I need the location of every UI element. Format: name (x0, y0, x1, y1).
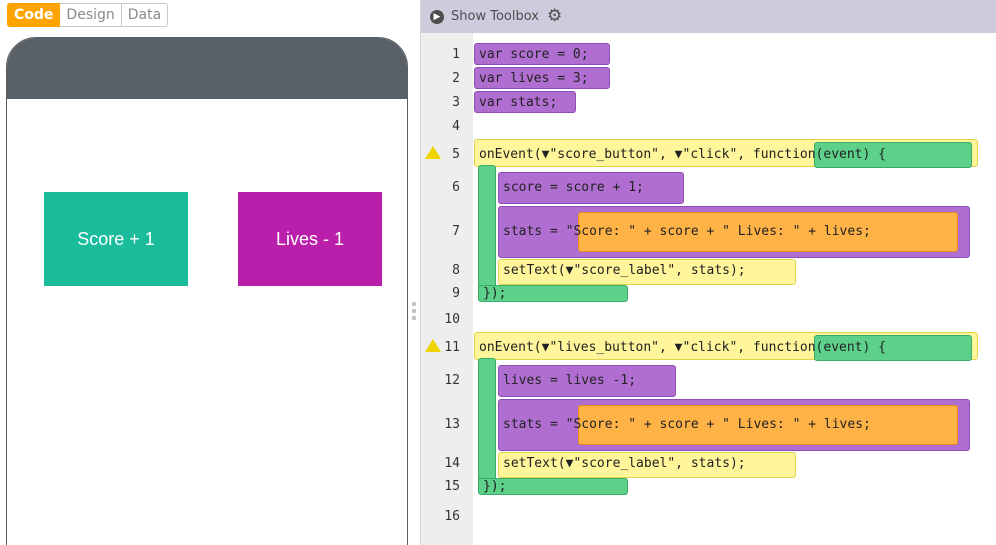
line-number: 4 (452, 119, 460, 134)
function-end (478, 478, 628, 495)
line-number: 14 (444, 456, 460, 471)
tab-design[interactable]: Design (60, 3, 122, 27)
line-number: 11 (444, 340, 460, 355)
line-number: 10 (444, 312, 460, 327)
settext-block[interactable] (498, 452, 796, 478)
concat-block[interactable] (578, 212, 958, 252)
phone-header (7, 38, 407, 99)
line-number: 2 (452, 71, 460, 86)
code-line-5: onEvent(▼"score_button", ▼"click", funct… (479, 147, 886, 162)
tab-data[interactable]: Data (121, 3, 169, 27)
function-body-rail (478, 358, 496, 493)
lives-button[interactable]: Lives - 1 (238, 192, 382, 286)
editor-toolbar: ▶ Show Toolbox ⚙ (421, 0, 996, 33)
function-end (478, 285, 628, 302)
function-body-rail (478, 165, 496, 300)
line-number: 15 (444, 479, 460, 494)
gear-icon[interactable]: ⚙ (546, 6, 563, 26)
tab-code[interactable]: Code (7, 3, 61, 27)
var-block[interactable] (474, 67, 610, 89)
code-line-11: onEvent(▼"lives_button", ▼"click", funct… (479, 340, 886, 355)
code-line-2: var lives = 3; (479, 71, 589, 86)
function-block[interactable] (814, 142, 972, 168)
line-number: 3 (452, 95, 460, 110)
code-line-6: score = score + 1; (503, 180, 644, 195)
code-line-8: setText(▼"score_label", stats); (503, 263, 746, 278)
settext-block[interactable] (498, 259, 796, 285)
code-line-15: }); (483, 479, 507, 494)
line-gutter (421, 33, 473, 545)
warning-triangle-icon[interactable] (425, 146, 441, 159)
code-line-9: }); (483, 286, 507, 301)
assign-score-block[interactable] (498, 172, 684, 204)
assign-lives-block[interactable] (498, 365, 676, 397)
code-line-14: setText(▼"score_label", stats); (503, 456, 746, 471)
var-block[interactable] (474, 43, 610, 65)
line-number: 1 (452, 47, 460, 62)
mode-tabs: Code Design Data (7, 3, 169, 27)
app-preview: Score + 1 Lives - 1 (6, 37, 408, 545)
show-toolbox-button[interactable]: Show Toolbox (451, 9, 539, 24)
line-number: 9 (452, 286, 460, 301)
code-line-1: var score = 0; (479, 47, 589, 62)
var-block[interactable] (474, 91, 576, 113)
line-number: 5 (452, 147, 460, 162)
line-number: 6 (452, 180, 460, 195)
code-line-12: lives = lives -1; (503, 373, 637, 388)
concat-block[interactable] (578, 405, 958, 445)
line-number: 7 (452, 224, 460, 239)
code-line-13: stats = "Score: " + score + " Lives: " +… (503, 417, 871, 432)
chevron-right-circle-icon[interactable]: ▶ (430, 9, 444, 24)
line-number: 12 (444, 373, 460, 388)
panel-divider (420, 0, 421, 545)
resize-handle[interactable] (411, 302, 417, 320)
code-line-3: var stats; (479, 95, 558, 110)
function-block[interactable] (814, 335, 972, 361)
line-number: 13 (444, 417, 460, 432)
warning-triangle-icon[interactable] (425, 339, 441, 352)
line-number: 16 (444, 509, 460, 524)
score-button[interactable]: Score + 1 (44, 192, 188, 286)
line-number: 8 (452, 263, 460, 278)
code-line-7: stats = "Score: " + score + " Lives: " +… (503, 224, 871, 239)
